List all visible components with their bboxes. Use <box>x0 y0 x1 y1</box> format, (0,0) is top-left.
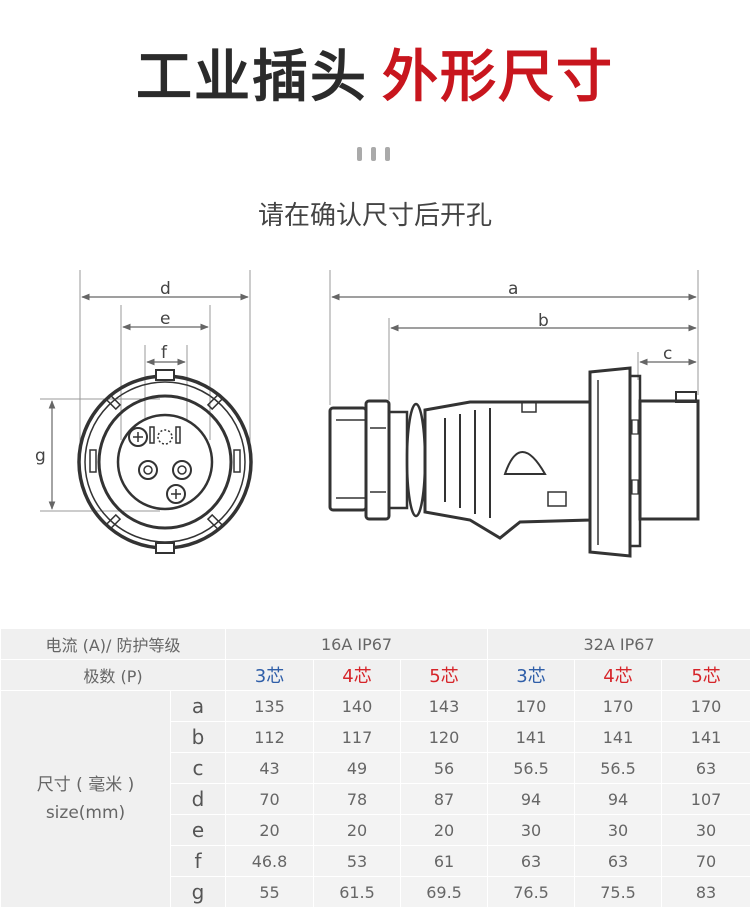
cell: 49 <box>313 752 401 784</box>
cell: 76.5 <box>487 876 576 908</box>
cell: 55 <box>225 876 314 908</box>
cell: 70 <box>225 783 314 815</box>
label-f: f <box>161 343 168 363</box>
table-row: 尺寸 ( 毫米 ) size(mm) a 135 140 143 170 170… <box>0 690 750 908</box>
cell: 170 <box>487 690 576 722</box>
cell: 43 <box>225 752 314 784</box>
table-row: c 43 49 56 56.5 56.5 63 <box>1 752 750 784</box>
row-dim: f <box>170 845 226 877</box>
title-part1: 工业插头 <box>136 45 368 110</box>
cell: 20 <box>313 814 401 846</box>
label-c: c <box>663 344 672 364</box>
table-header-row-current: 电流 (A)/ 防护等级 16A IP67 32A IP67 <box>0 628 750 660</box>
front-view-drawing <box>40 270 253 554</box>
core-16a-4: 4芯 <box>313 659 401 691</box>
cell: 143 <box>399 690 489 722</box>
cell: 69.5 <box>399 876 489 908</box>
cell: 20 <box>225 814 314 846</box>
header-poles-label: 极数 (P) <box>0 659 226 691</box>
row-dim: a <box>170 690 226 722</box>
cell: 120 <box>399 721 489 753</box>
label-g: g <box>35 446 46 466</box>
cell: 170 <box>574 690 663 722</box>
subtitle: 请在确认尺寸后开孔 <box>257 201 492 231</box>
table-row: f 46.8 53 61 63 63 70 <box>1 845 750 877</box>
cell: 140 <box>313 690 401 722</box>
cell: 75.5 <box>574 876 663 908</box>
core-16a-3: 3芯 <box>225 659 314 691</box>
dimension-drawings: d e f g <box>35 270 700 558</box>
label-b: b <box>538 311 549 331</box>
table-row: b 112 117 120 141 141 141 <box>1 721 750 753</box>
cell: 107 <box>661 783 750 815</box>
core-32a-4: 4芯 <box>574 659 663 691</box>
cell: 70 <box>661 845 750 877</box>
cell: 83 <box>661 876 750 908</box>
cell: 46.8 <box>225 845 314 877</box>
table-header-row-poles: 极数 (P) 3芯 4芯 5芯 3芯 4芯 5芯 <box>0 659 750 691</box>
page-title: 工业插头外形尺寸 <box>0 40 750 116</box>
cell: 94 <box>487 783 576 815</box>
cell: 30 <box>574 814 663 846</box>
table-row: g 55 61.5 69.5 76.5 75.5 83 <box>1 876 750 908</box>
cell: 56 <box>399 752 489 784</box>
label-e: e <box>160 309 170 329</box>
cell: 170 <box>661 690 750 722</box>
spec-table: 电流 (A)/ 防护等级 16A IP67 32A IP67 极数 (P) 3芯… <box>0 628 750 908</box>
header-16a: 16A IP67 <box>224 628 489 660</box>
cell: 117 <box>313 721 401 753</box>
cell: 63 <box>661 752 750 784</box>
cell: 141 <box>574 721 663 753</box>
cell: 135 <box>225 690 314 722</box>
size-label-line1: 尺寸 ( 毫米 ) <box>36 775 135 795</box>
row-dim: e <box>170 814 226 846</box>
cell: 94 <box>574 783 663 815</box>
cell: 112 <box>225 721 314 753</box>
title-part2: 外形尺寸 <box>382 45 614 110</box>
cell: 141 <box>661 721 750 753</box>
size-label-line2: size(mm) <box>45 803 126 823</box>
row-dim: c <box>170 752 226 784</box>
header-32a: 32A IP67 <box>487 628 750 660</box>
core-16a-5: 5芯 <box>399 659 489 691</box>
label-d: d <box>160 279 171 299</box>
cell: 30 <box>487 814 576 846</box>
decorative-dots <box>357 147 397 161</box>
cell: 61 <box>399 845 489 877</box>
cell: 30 <box>661 814 750 846</box>
cell: 61.5 <box>313 876 401 908</box>
row-dim: g <box>170 876 226 908</box>
row-dim: b <box>170 721 226 753</box>
cell: 78 <box>313 783 401 815</box>
table-row: d 70 78 87 94 94 107 <box>1 783 750 815</box>
cell: 53 <box>313 845 401 877</box>
cell: 87 <box>399 783 489 815</box>
cell: 56.5 <box>574 752 663 784</box>
label-a: a <box>508 279 518 299</box>
cell: 63 <box>487 845 576 877</box>
table-row: e 20 20 20 30 30 30 <box>1 814 750 846</box>
cell: 141 <box>487 721 576 753</box>
row-dim: d <box>170 783 226 815</box>
cell: 20 <box>399 814 489 846</box>
cell: 56.5 <box>487 752 576 784</box>
cell: 63 <box>574 845 663 877</box>
core-32a-3: 3芯 <box>487 659 576 691</box>
side-view-drawing <box>328 270 700 558</box>
core-32a-5: 5芯 <box>661 659 750 691</box>
size-label: 尺寸 ( 毫米 ) size(mm) <box>0 690 171 908</box>
header-current-label: 电流 (A)/ 防护等级 <box>0 628 226 660</box>
